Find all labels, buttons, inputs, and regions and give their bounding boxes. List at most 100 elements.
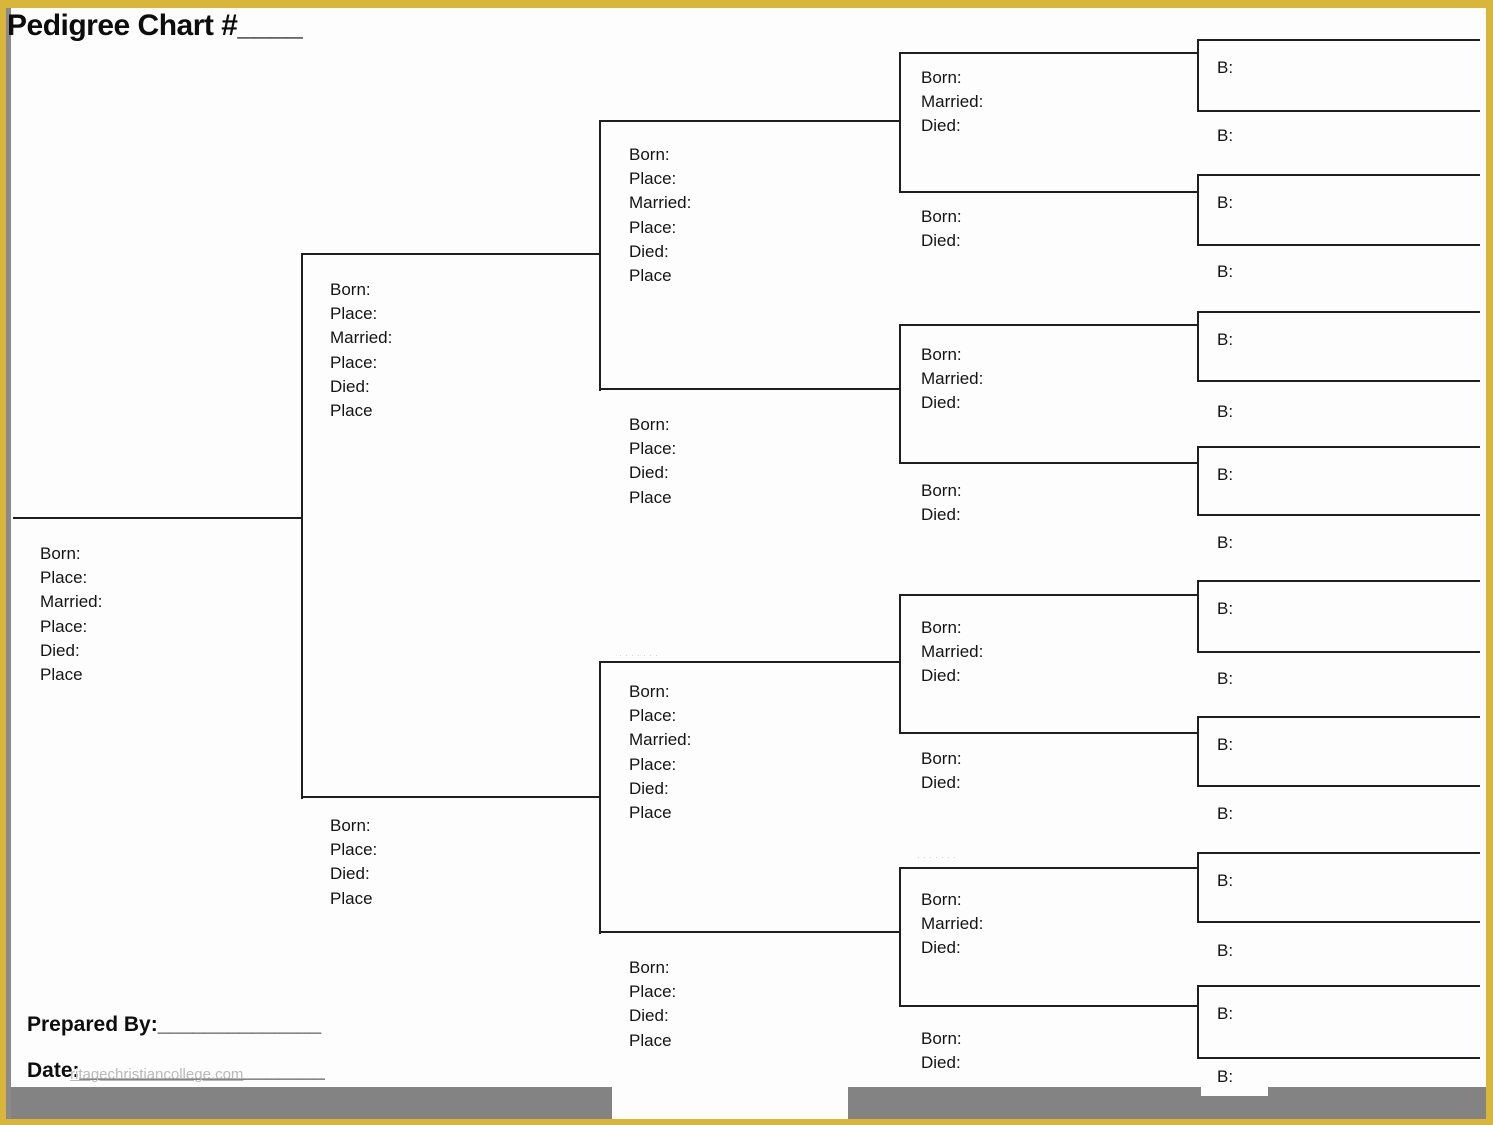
bottom-gray-bar-left	[11, 1087, 612, 1119]
field-label: Died:	[921, 1053, 961, 1073]
gen4-person2-labels: Born:Married:Died:	[921, 343, 983, 416]
gen5-spouse-birth-label-2: B:	[1217, 262, 1234, 281]
gen4-person3-spouse-labels: Born: Died:	[921, 747, 962, 795]
field-label: Died:	[921, 116, 961, 136]
field-label: Place:	[629, 169, 677, 189]
gen5-birth-label-8: B:	[1217, 1004, 1234, 1023]
field-label: Place:	[629, 706, 677, 726]
field-label: Died:	[921, 393, 961, 413]
field-label: Place:	[330, 352, 378, 372]
field-label: Place:	[629, 217, 677, 237]
date-blank-line: _____________________	[79, 1059, 325, 1082]
field-label: Place	[40, 665, 83, 685]
gen4-person4-labels: Born:Married:Died:	[921, 888, 983, 961]
gen5-spouse-birth-label-5: B:	[1217, 669, 1234, 688]
date-row: Date:_____________________	[27, 1059, 325, 1083]
gen2-connector-vertical	[301, 253, 303, 799]
gen5-spouse-birth-label-4: B:	[1217, 533, 1234, 552]
prepared-by-label: Prepared By:	[27, 1013, 158, 1036]
watermark-remnant-2: ·······	[917, 852, 959, 862]
field-label: Died:	[629, 463, 669, 483]
field-label: Died:	[629, 778, 669, 798]
field-label: Died:	[40, 640, 80, 660]
field-label: Born:	[629, 958, 670, 977]
gen5-birth-label-2: B:	[1217, 193, 1234, 212]
field-label: Born:	[921, 68, 962, 87]
field-label: Place	[629, 266, 672, 286]
field-label: Married:	[629, 730, 692, 750]
gen5-spouse-birth-label-6: B:	[1217, 804, 1234, 823]
gen3-person3-labels: Born:Place:Married:Place:Died:Place	[629, 680, 691, 825]
page-border-top	[0, 0, 1493, 8]
field-label: Died:	[921, 666, 961, 686]
page-border-right	[1486, 0, 1493, 1125]
gen5-box-7	[1197, 852, 1480, 923]
field-label: Place	[629, 1030, 672, 1050]
field-label: Born:	[921, 890, 962, 909]
gen4-bracket-4	[899, 867, 1199, 1007]
field-label: Born:	[921, 618, 962, 637]
field-label: Place:	[629, 439, 677, 459]
left-edge-shadow	[6, 8, 11, 1119]
gen4-person1-spouse-labels: Born: Died:	[921, 205, 962, 253]
gen3-person1-labels: Born:Place:Married:Place:Died:Place	[629, 143, 691, 288]
gen4-person2-spouse-labels: Born: Died:	[921, 479, 962, 527]
prepared-by-blank-line: ______________	[157, 1013, 322, 1036]
field-label: Born:	[330, 280, 371, 299]
gen5-spouse-birth-label-8: B:	[1217, 1067, 1234, 1086]
bottom-bar-white-notch	[1201, 1087, 1268, 1096]
field-label: Married:	[40, 592, 103, 612]
gen4-person3-labels: Born: Married: Died:	[921, 616, 983, 689]
field-label: Place:	[629, 754, 677, 774]
gen5-birth-label-5: B:	[1217, 599, 1234, 618]
field-label: Born:	[921, 345, 962, 364]
field-label: Died:	[629, 1006, 669, 1026]
field-label: Married:	[330, 328, 393, 348]
gen5-spouse-birth-label-1: B:	[1217, 126, 1234, 145]
field-label: Born:	[921, 749, 962, 768]
gen5-spouse-birth-label-7: B:	[1217, 941, 1234, 960]
gen5-box-6	[1197, 716, 1480, 787]
watermark-text: ritagechristiancollege.com	[70, 1066, 244, 1083]
field-label: Died:	[330, 864, 370, 884]
field-label: Born:	[330, 816, 371, 835]
field-label: Place	[629, 803, 672, 823]
field-label: Died:	[921, 505, 961, 525]
field-label: Place	[330, 401, 373, 421]
page-border-bottom	[0, 1119, 1493, 1125]
gen1-underline	[13, 517, 303, 519]
gen5-birth-label-3: B:	[1217, 330, 1234, 349]
gen5-birth-label-6: B:	[1217, 735, 1234, 754]
gen5-box-8	[1197, 985, 1480, 1059]
field-label: Place:	[40, 568, 88, 588]
gen5-box-1	[1197, 39, 1480, 112]
prepared-by-row: Prepared By:______________	[27, 1013, 321, 1037]
field-label: Died:	[921, 231, 961, 251]
page-border-left	[0, 0, 6, 1125]
gen2-mother-underline	[301, 796, 601, 798]
bottom-gray-bar-right	[848, 1087, 1486, 1119]
gen4-bracket-1	[899, 52, 1199, 193]
field-label: Died:	[921, 938, 961, 958]
gen3-person4-underline	[599, 931, 900, 933]
gen5-spouse-birth-label-3: B:	[1217, 402, 1234, 421]
gen4-bracket-2	[899, 324, 1199, 464]
field-label: Born:	[40, 544, 81, 563]
watermark-remnant-1: ·······	[619, 650, 661, 660]
gen3-person3-underline	[599, 661, 900, 663]
field-label: Place	[330, 888, 373, 908]
gen5-box-2	[1197, 174, 1480, 246]
field-label: Born:	[921, 207, 962, 226]
field-label: Place:	[330, 304, 378, 324]
field-label: Born:	[629, 415, 670, 434]
field-label: Died:	[921, 773, 961, 793]
field-label: Died:	[330, 376, 370, 396]
page-title: Pedigree Chart #____	[7, 9, 303, 42]
field-label: Married:	[921, 642, 984, 662]
gen5-birth-label-7: B:	[1217, 871, 1234, 890]
gen3-upper-connector-vertical	[599, 120, 601, 391]
field-label: Born:	[921, 481, 962, 500]
field-label: Place:	[40, 616, 88, 636]
gen4-person4-spouse-labels: Born:Died:	[921, 1027, 962, 1075]
